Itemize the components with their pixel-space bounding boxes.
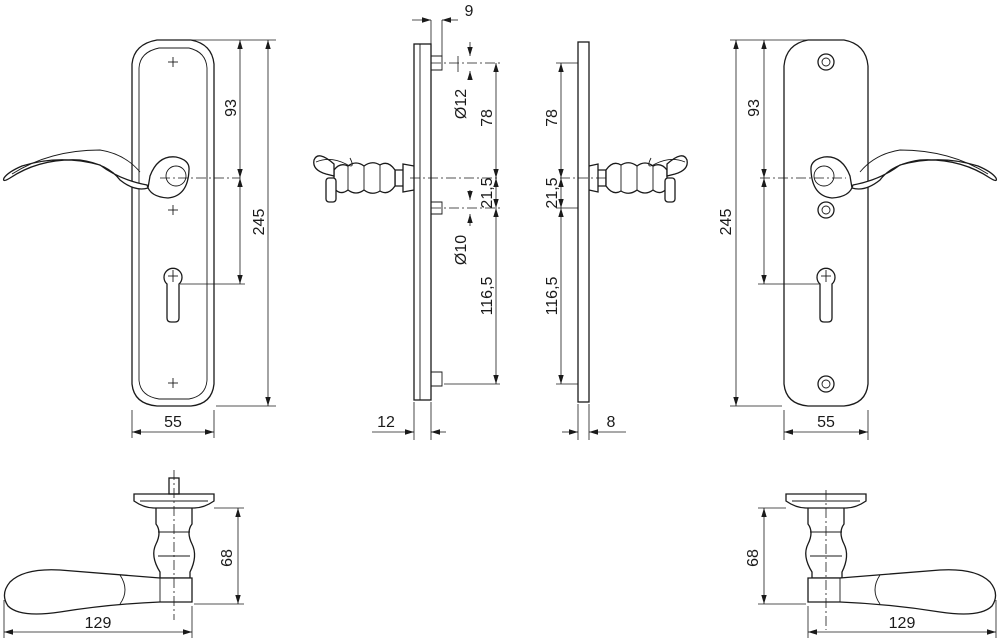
dim-label-lower-spacing: 116,5 — [479, 276, 496, 315]
dim-label-height: 245 — [718, 209, 735, 236]
dim-label-plate-thickness: 8 — [607, 414, 616, 431]
screw-head — [817, 53, 835, 71]
cylinder-keyhole — [163, 267, 183, 323]
top-view-left: 68 129 — [3, 470, 244, 638]
dim-label-middle-spacing: 21,5 — [479, 177, 496, 208]
lever-grip — [3, 569, 193, 615]
rose-top — [133, 493, 215, 509]
dim-label-width: 55 — [817, 414, 835, 431]
lever-spindle — [605, 155, 688, 203]
front-view-left: 93 245 55 — [2, 39, 276, 438]
dim-label-escutcheon-diameter: Ø10 — [453, 235, 470, 265]
dim-label-height: 245 — [251, 209, 268, 236]
dim-label-upper-spacing: 78 — [544, 109, 561, 127]
screw-mark — [168, 205, 178, 215]
dim-label-width: 55 — [164, 414, 182, 431]
dim-label-upper: 93 — [746, 99, 763, 117]
dim-label-lower-spacing: 116,5 — [544, 276, 561, 315]
screw-head — [817, 375, 835, 393]
lever-handle — [810, 156, 998, 199]
dim-label-length: 129 — [85, 615, 112, 632]
screw-mark — [168, 57, 178, 67]
plate-side — [577, 41, 590, 403]
rose-top — [785, 493, 867, 509]
front-view-right: 93 245 55 — [718, 39, 998, 440]
lever-spindle — [313, 155, 396, 203]
lever-handle — [2, 156, 190, 199]
top-view-right: 68 129 — [745, 490, 997, 638]
dim-label-middle-spacing: 21,5 — [544, 177, 561, 208]
side-view-right: 78 21,5 116,5 8 — [544, 41, 688, 440]
dim-label-rose-diameter: Ø12 — [453, 89, 470, 119]
lever-grip — [807, 569, 997, 615]
side-view-left: 9 Ø12 Ø10 78 21,5 116,5 12 — [313, 3, 500, 440]
screw-head — [817, 201, 835, 219]
plate-side — [413, 43, 432, 401]
dim-label-upper: 93 — [223, 99, 240, 117]
backplate-outline — [783, 39, 869, 407]
screw-mark — [168, 378, 178, 388]
dim-label-length: 129 — [889, 615, 916, 632]
backplate-outline — [131, 39, 215, 407]
backplate-inner-border — [138, 47, 208, 400]
cylinder-keyhole — [816, 267, 836, 323]
dim-label-upper-spacing: 78 — [479, 109, 496, 127]
dim-label-height: 68 — [745, 549, 762, 567]
dim-label-height: 68 — [219, 549, 236, 567]
dim-label-plate-thickness: 12 — [377, 414, 395, 431]
dim-label-top-offset: 9 — [465, 3, 474, 20]
